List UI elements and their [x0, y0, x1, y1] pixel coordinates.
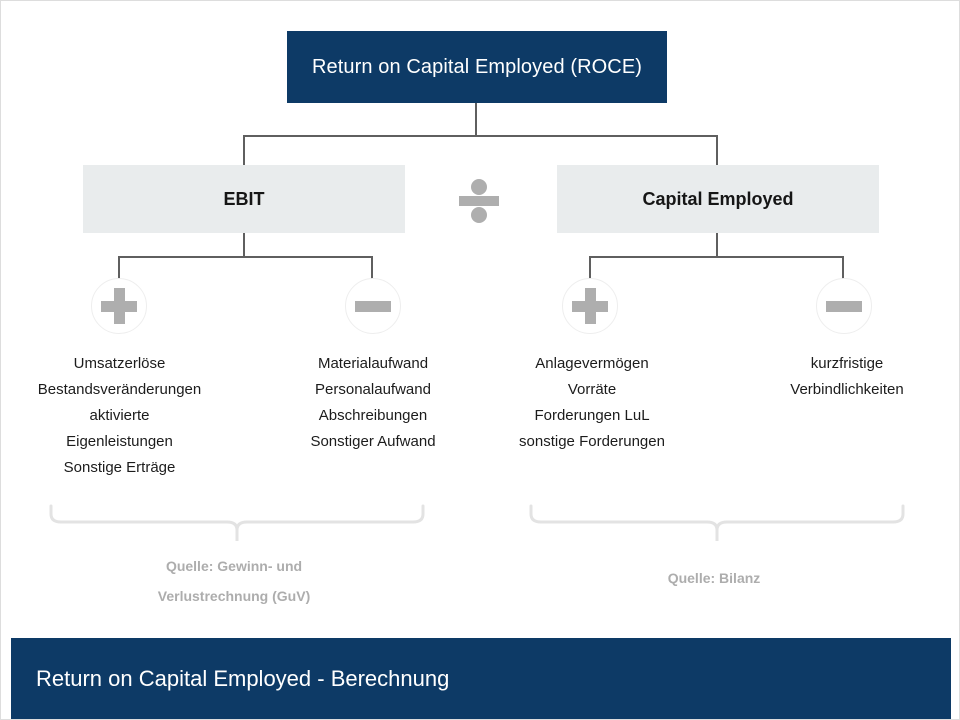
node-ebit-label: EBIT: [223, 188, 265, 209]
list-item: aktivierte: [89, 407, 150, 424]
connector-root-to-ebit: [243, 135, 245, 166]
minus-horizontal-bar: [826, 301, 862, 312]
brace-bilanz: [529, 504, 905, 541]
list-item: Vorräte: [567, 381, 617, 398]
source-label-bilanz-line1: Quelle: Bilanz: [667, 570, 761, 586]
list-item: Eigenleistungen: [66, 433, 173, 450]
division-dot-top: [471, 179, 487, 195]
leaf-list-revenues: Umsatzerlöse Bestandsveränderungen aktiv…: [7, 351, 232, 481]
node-capital-employed: Capital Employed: [557, 165, 879, 233]
node-capital-employed-label: Capital Employed: [642, 188, 794, 209]
plus-vertical-bar: [114, 288, 125, 324]
list-item: Umsatzerlöse: [73, 355, 166, 372]
list-item: Materialaufwand: [317, 355, 429, 372]
leaf-list-liabilities: kurzfristige Verbindlichkeiten: [753, 351, 941, 403]
footer-title-bar: Return on Capital Employed - Berechnung: [11, 638, 951, 719]
list-item: Verbindlichkeiten: [790, 381, 904, 398]
minus-icon-liabilities: [816, 278, 872, 334]
node-roce: Return on Capital Employed (ROCE): [287, 31, 667, 103]
plus-vertical-bar: [585, 288, 596, 324]
connector-capital-employed-to-plus: [589, 256, 591, 279]
list-item: Abschreibungen: [318, 407, 428, 424]
division-bar: [459, 196, 499, 206]
node-roce-label: Return on Capital Employed (ROCE): [311, 55, 643, 78]
source-label-guv-line2: Verlustrechnung (GuV): [157, 588, 311, 604]
list-item: Personalaufwand: [315, 381, 431, 398]
connector-capital-employed-to-minus: [842, 256, 844, 279]
connector-ebit-crossbar: [119, 256, 373, 258]
list-item: Sonstige Erträge: [63, 459, 176, 476]
list-item: Bestandsveränderungen: [37, 381, 202, 398]
connector-root-crossbar: [244, 135, 717, 137]
source-label-guv: Quelle: Gewinn- und Verlustrechnung (GuV…: [104, 551, 364, 611]
connector-root-to-capital-employed: [716, 135, 718, 166]
connector-capital-employed-stem: [716, 233, 718, 257]
connector-capital-employed-crossbar: [590, 256, 844, 258]
minus-icon-expenses: [345, 278, 401, 334]
list-item: kurzfristige: [810, 355, 884, 372]
list-item: Sonstiger Aufwand: [310, 433, 436, 450]
division-icon: [459, 179, 499, 223]
plus-icon-revenues: [91, 278, 147, 334]
footer-title-text: Return on Capital Employed - Berechnung: [36, 666, 450, 691]
connector-ebit-to-plus: [118, 256, 120, 279]
connector-ebit-stem: [243, 233, 245, 257]
node-ebit: EBIT: [83, 165, 405, 233]
leaf-list-expenses: Materialaufwand Personalaufwand Abschrei…: [276, 351, 470, 455]
source-label-bilanz: Quelle: Bilanz: [584, 563, 844, 593]
plus-icon-assets: [562, 278, 618, 334]
list-item: Forderungen LuL: [534, 407, 650, 424]
leaf-list-assets: Anlagevermögen Vorräte Forderungen LuL s…: [486, 351, 698, 455]
list-item: Anlagevermögen: [535, 355, 649, 372]
source-label-guv-line1: Quelle: Gewinn- und: [165, 558, 303, 574]
connector-ebit-to-minus: [371, 256, 373, 279]
brace-guv: [49, 504, 425, 541]
minus-horizontal-bar: [355, 301, 391, 312]
connector-root-stem: [475, 103, 477, 136]
division-dot-bottom: [471, 207, 487, 223]
list-item: sonstige Forderungen: [519, 433, 665, 450]
